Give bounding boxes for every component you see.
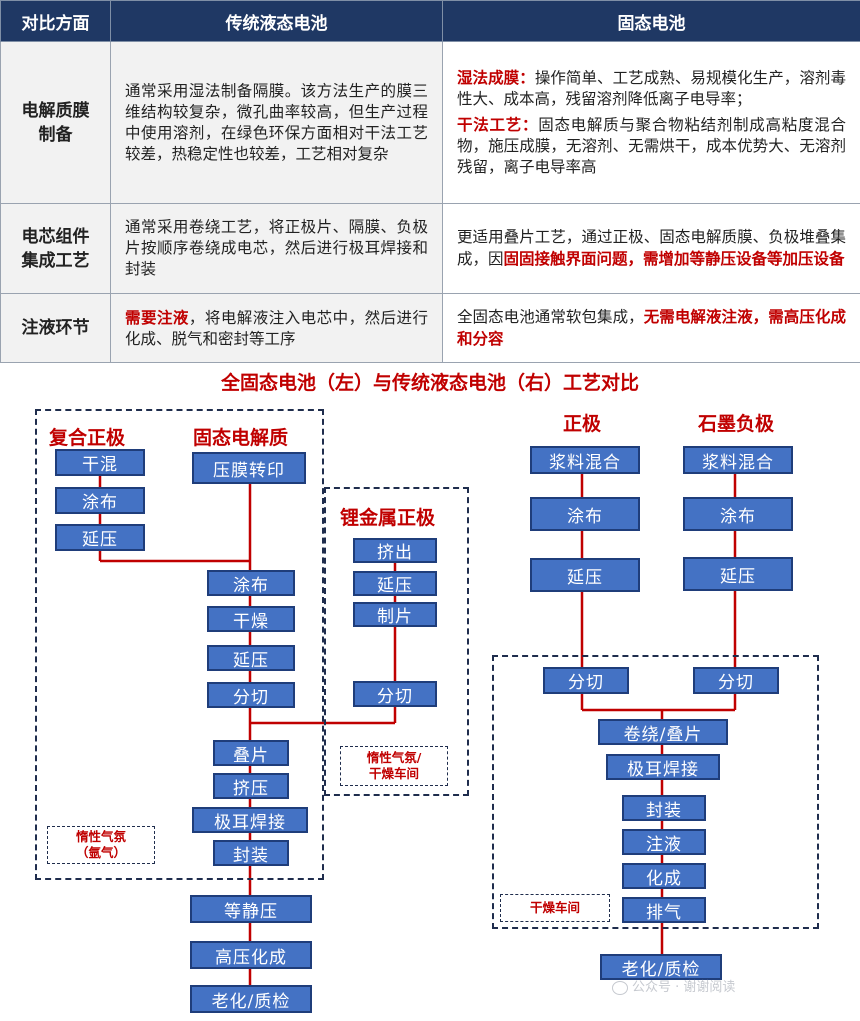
- process-step: 涂布: [683, 497, 793, 531]
- label-solid-electrolyte: 固态电解质: [193, 427, 289, 449]
- process-step: 延压: [353, 571, 437, 596]
- liquid-assembly-region: [492, 655, 819, 929]
- cell-text-segment: 通常采用湿法制备隔膜。该方法生产的膜三维结构较复杂，微孔曲率较高，但生产过程中使…: [125, 81, 428, 163]
- label-lithium-anode: 锂金属正极: [340, 507, 436, 529]
- cell-text-dry: 干法工艺：固态电解质与聚合物粘结剂制成高粘度混合物，施压成膜，无溶剂、无需烘干，…: [457, 114, 846, 178]
- process-step: 压膜转印: [192, 452, 306, 484]
- cell-text-segment: 全固态电池通常软包集成，: [457, 308, 644, 326]
- process-step: 封装: [622, 795, 706, 821]
- process-step: 分切: [543, 667, 629, 694]
- process-step: 老化/质检: [190, 985, 312, 1013]
- watermark: 公众号 · 谢谢阅读: [612, 976, 735, 995]
- cell-text-segment: 操作简单、工艺成熟、易规模化生产，溶剂毒性大、成本高，残留溶剂降低离子电导率；: [457, 69, 846, 108]
- table-row: 电芯组件集成工艺 通常采用卷绕工艺，将正极片、隔膜、负极片按顺序卷绕成电芯，然后…: [0, 203, 860, 294]
- cell-text-segment: 固态电解质与聚合物粘结剂制成高粘度混合物，施压成膜，无溶剂、无需烘干，成本优势大…: [457, 116, 846, 176]
- atmosphere-note-argon: 惰性气氛 （氩气）: [47, 826, 155, 864]
- wechat-icon: [612, 980, 628, 995]
- cell-solid-state: 更适用叠片工艺，通过正极、固态电解质膜、负极堆叠集成，因固固接触界面问题，需增加…: [442, 203, 860, 294]
- process-step: 延压: [683, 557, 793, 591]
- process-step: 卷绕/叠片: [598, 719, 728, 745]
- process-step: 涂布: [530, 497, 640, 531]
- process-step: 浆料混合: [683, 446, 793, 474]
- cell-text: 通常采用卷绕工艺，将正极片、隔膜、负极片按顺序卷绕成电芯，然后进行极耳焊接和封装: [125, 217, 428, 280]
- cell-text-wet: 湿法成膜：操作简单、工艺成熟、易规模化生产，溶剂毒性大、成本高，残留溶剂降低离子…: [457, 67, 846, 110]
- process-step: 延压: [530, 558, 640, 592]
- diagram-title: 全固态电池（左）与传统液态电池（右）工艺对比: [220, 372, 639, 394]
- process-step: 注液: [622, 829, 706, 855]
- process-step: 分切: [353, 681, 437, 707]
- atmosphere-note-dry-room: 干燥车间: [500, 894, 610, 922]
- table-row: 电解质膜制备 通常采用湿法制备隔膜。该方法生产的膜三维结构较复杂，微孔曲率较高，…: [0, 41, 860, 204]
- process-step: 等静压: [190, 895, 312, 923]
- process-step: 排气: [622, 897, 706, 923]
- cell-text: 全固态电池通常软包集成，无需电解液注液，需高压化成和分容: [457, 306, 846, 350]
- cell-traditional: 通常采用卷绕工艺，将正极片、隔膜、负极片按顺序卷绕成电芯，然后进行极耳焊接和封装: [110, 203, 443, 294]
- cell-text-segment: ，将电解液注入电芯中，然后进行化成、脱气和密封等工序: [125, 308, 428, 348]
- cell-traditional: 需要注液，将电解液注入电芯中，然后进行化成、脱气和密封等工序: [110, 293, 443, 363]
- process-step: 挤出: [353, 538, 437, 563]
- process-step: 化成: [622, 863, 706, 889]
- header-aspect: 对比方面: [0, 0, 111, 42]
- process-step: 涂布: [55, 487, 145, 514]
- process-step: 极耳焊接: [192, 807, 308, 833]
- atmosphere-note-dry-room: 惰性气氛/ 干燥车间: [340, 746, 448, 786]
- process-step: 制片: [353, 602, 437, 627]
- process-step: 挤压: [213, 773, 289, 799]
- process-step: 分切: [207, 682, 295, 708]
- cell-traditional: 通常采用湿法制备隔膜。该方法生产的膜三维结构较复杂，微孔曲率较高，但生产过程中使…: [110, 41, 443, 204]
- row-label-injection: 注液环节: [0, 293, 111, 363]
- highlight-text: 固固接触界面问题，需增加等静压设备等加压设备: [503, 249, 845, 268]
- process-step: 浆料混合: [530, 446, 640, 474]
- process-step: 封装: [213, 840, 289, 866]
- highlight-text: 无需电解液注液，需高压化成和分容: [457, 307, 846, 348]
- cell-text-segment: 更适用叠片工艺，通过正极、固态电解质膜、负极堆叠集成，因: [457, 228, 846, 268]
- label-cathode: 正极: [563, 413, 602, 435]
- highlight-text: 干法工艺：: [457, 115, 539, 134]
- process-step: 老化/质检: [600, 954, 722, 980]
- comparison-table: 对比方面 传统液态电池 固态电池 电解质膜制备 通常采用湿法制备隔膜。该方法生产…: [0, 0, 860, 363]
- cell-text-segment: 通常采用卷绕工艺，将正极片、隔膜、负极片按顺序卷绕成电芯，然后进行极耳焊接和封装: [125, 218, 428, 278]
- process-step: 延压: [207, 645, 295, 671]
- label-graphite-anode: 石墨负极: [698, 413, 775, 435]
- lithium-anode-region: [324, 487, 469, 796]
- process-step: 分切: [693, 667, 779, 694]
- cell-solid-state: 湿法成膜：操作简单、工艺成熟、易规模化生产，溶剂毒性大、成本高，残留溶剂降低离子…: [442, 41, 860, 204]
- table-header-row: 对比方面 传统液态电池 固态电池: [0, 0, 860, 42]
- process-step: 涂布: [207, 570, 295, 596]
- table-row: 注液环节 需要注液，将电解液注入电芯中，然后进行化成、脱气和密封等工序 全固态电…: [0, 293, 860, 363]
- process-step: 高压化成: [190, 941, 312, 969]
- cell-solid-state: 全固态电池通常软包集成，无需电解液注液，需高压化成和分容: [442, 293, 860, 363]
- cell-text: 更适用叠片工艺，通过正极、固态电解质膜、负极堆叠集成，因固固接触界面问题，需增加…: [457, 227, 846, 270]
- process-step: 干混: [55, 449, 145, 476]
- row-label-membrane: 电解质膜制备: [0, 41, 111, 204]
- cell-text: 需要注液，将电解液注入电芯中，然后进行化成、脱气和密封等工序: [125, 307, 428, 350]
- process-step: 延压: [55, 524, 145, 551]
- process-step: 叠片: [213, 740, 289, 766]
- highlight-text: 湿法成膜：: [457, 68, 535, 87]
- process-step: 极耳焊接: [606, 754, 720, 780]
- solid-state-main-region: [35, 409, 324, 880]
- cell-text: 通常采用湿法制备隔膜。该方法生产的膜三维结构较复杂，微孔曲率较高，但生产过程中使…: [125, 81, 428, 165]
- process-step: 干燥: [207, 606, 295, 632]
- highlight-text: 需要注液: [125, 307, 189, 327]
- label-composite-cathode: 复合正极: [49, 427, 126, 449]
